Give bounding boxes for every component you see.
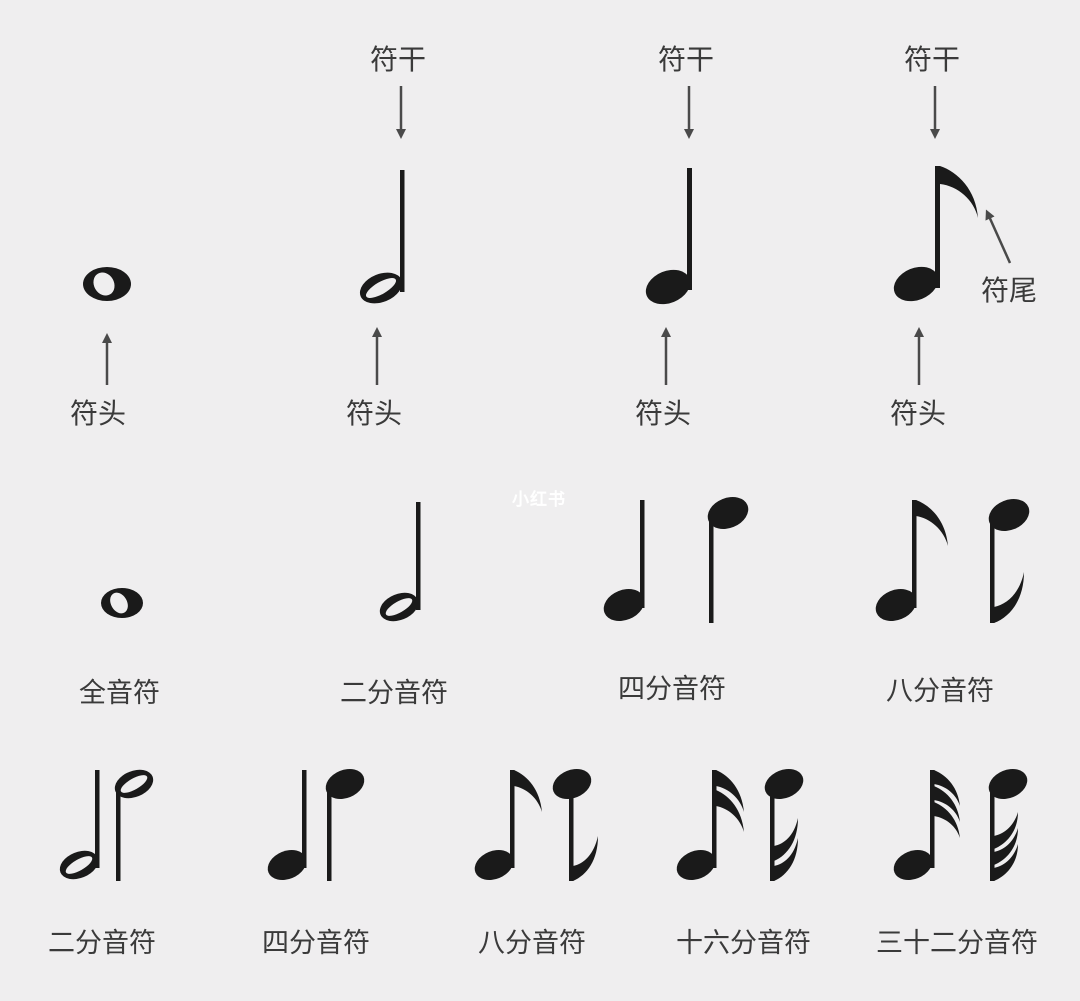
caption-thirty-second-note: 三十二分音符 [876, 928, 1038, 959]
eighth-note-pair-small [474, 769, 598, 881]
stem-label-3: 符干 [904, 43, 961, 76]
whole-note [101, 588, 143, 618]
head-label-2: 符头 [346, 397, 403, 430]
quarter-note-pair [603, 497, 749, 623]
half-note-pair [59, 769, 154, 881]
stem-label-1: 符干 [370, 43, 427, 76]
caption-quarter-note: 四分音符 [618, 674, 726, 705]
caption-half-note-2: 二分音符 [48, 928, 156, 959]
flag-arrow [985, 209, 1012, 264]
half-note-anatomy [359, 170, 405, 304]
head-label-4: 符头 [890, 397, 947, 430]
sixteenth-note-pair [676, 769, 804, 881]
head-label-3: 符头 [635, 397, 692, 430]
head-label-1: 符头 [70, 397, 127, 430]
caption-half-note: 二分音符 [340, 678, 448, 709]
caption-quarter-note-2: 四分音符 [262, 928, 370, 959]
flag-label: 符尾 [981, 274, 1038, 307]
caption-eighth-note-2: 八分音符 [478, 928, 586, 959]
thirty-second-note-pair [893, 769, 1028, 881]
watermark: 小红书 [512, 490, 566, 510]
whole-note-anatomy [83, 267, 131, 301]
eighth-note-anatomy [893, 166, 978, 302]
eighth-note-pair [875, 499, 1030, 623]
caption-whole-note: 全音符 [79, 678, 160, 709]
half-note [379, 502, 421, 622]
stem-label-2: 符干 [658, 43, 715, 76]
caption-eighth-note: 八分音符 [886, 676, 994, 707]
caption-sixteenth-note: 十六分音符 [676, 928, 811, 959]
quarter-note-pair-small [267, 769, 365, 881]
quarter-note-anatomy [645, 168, 692, 305]
